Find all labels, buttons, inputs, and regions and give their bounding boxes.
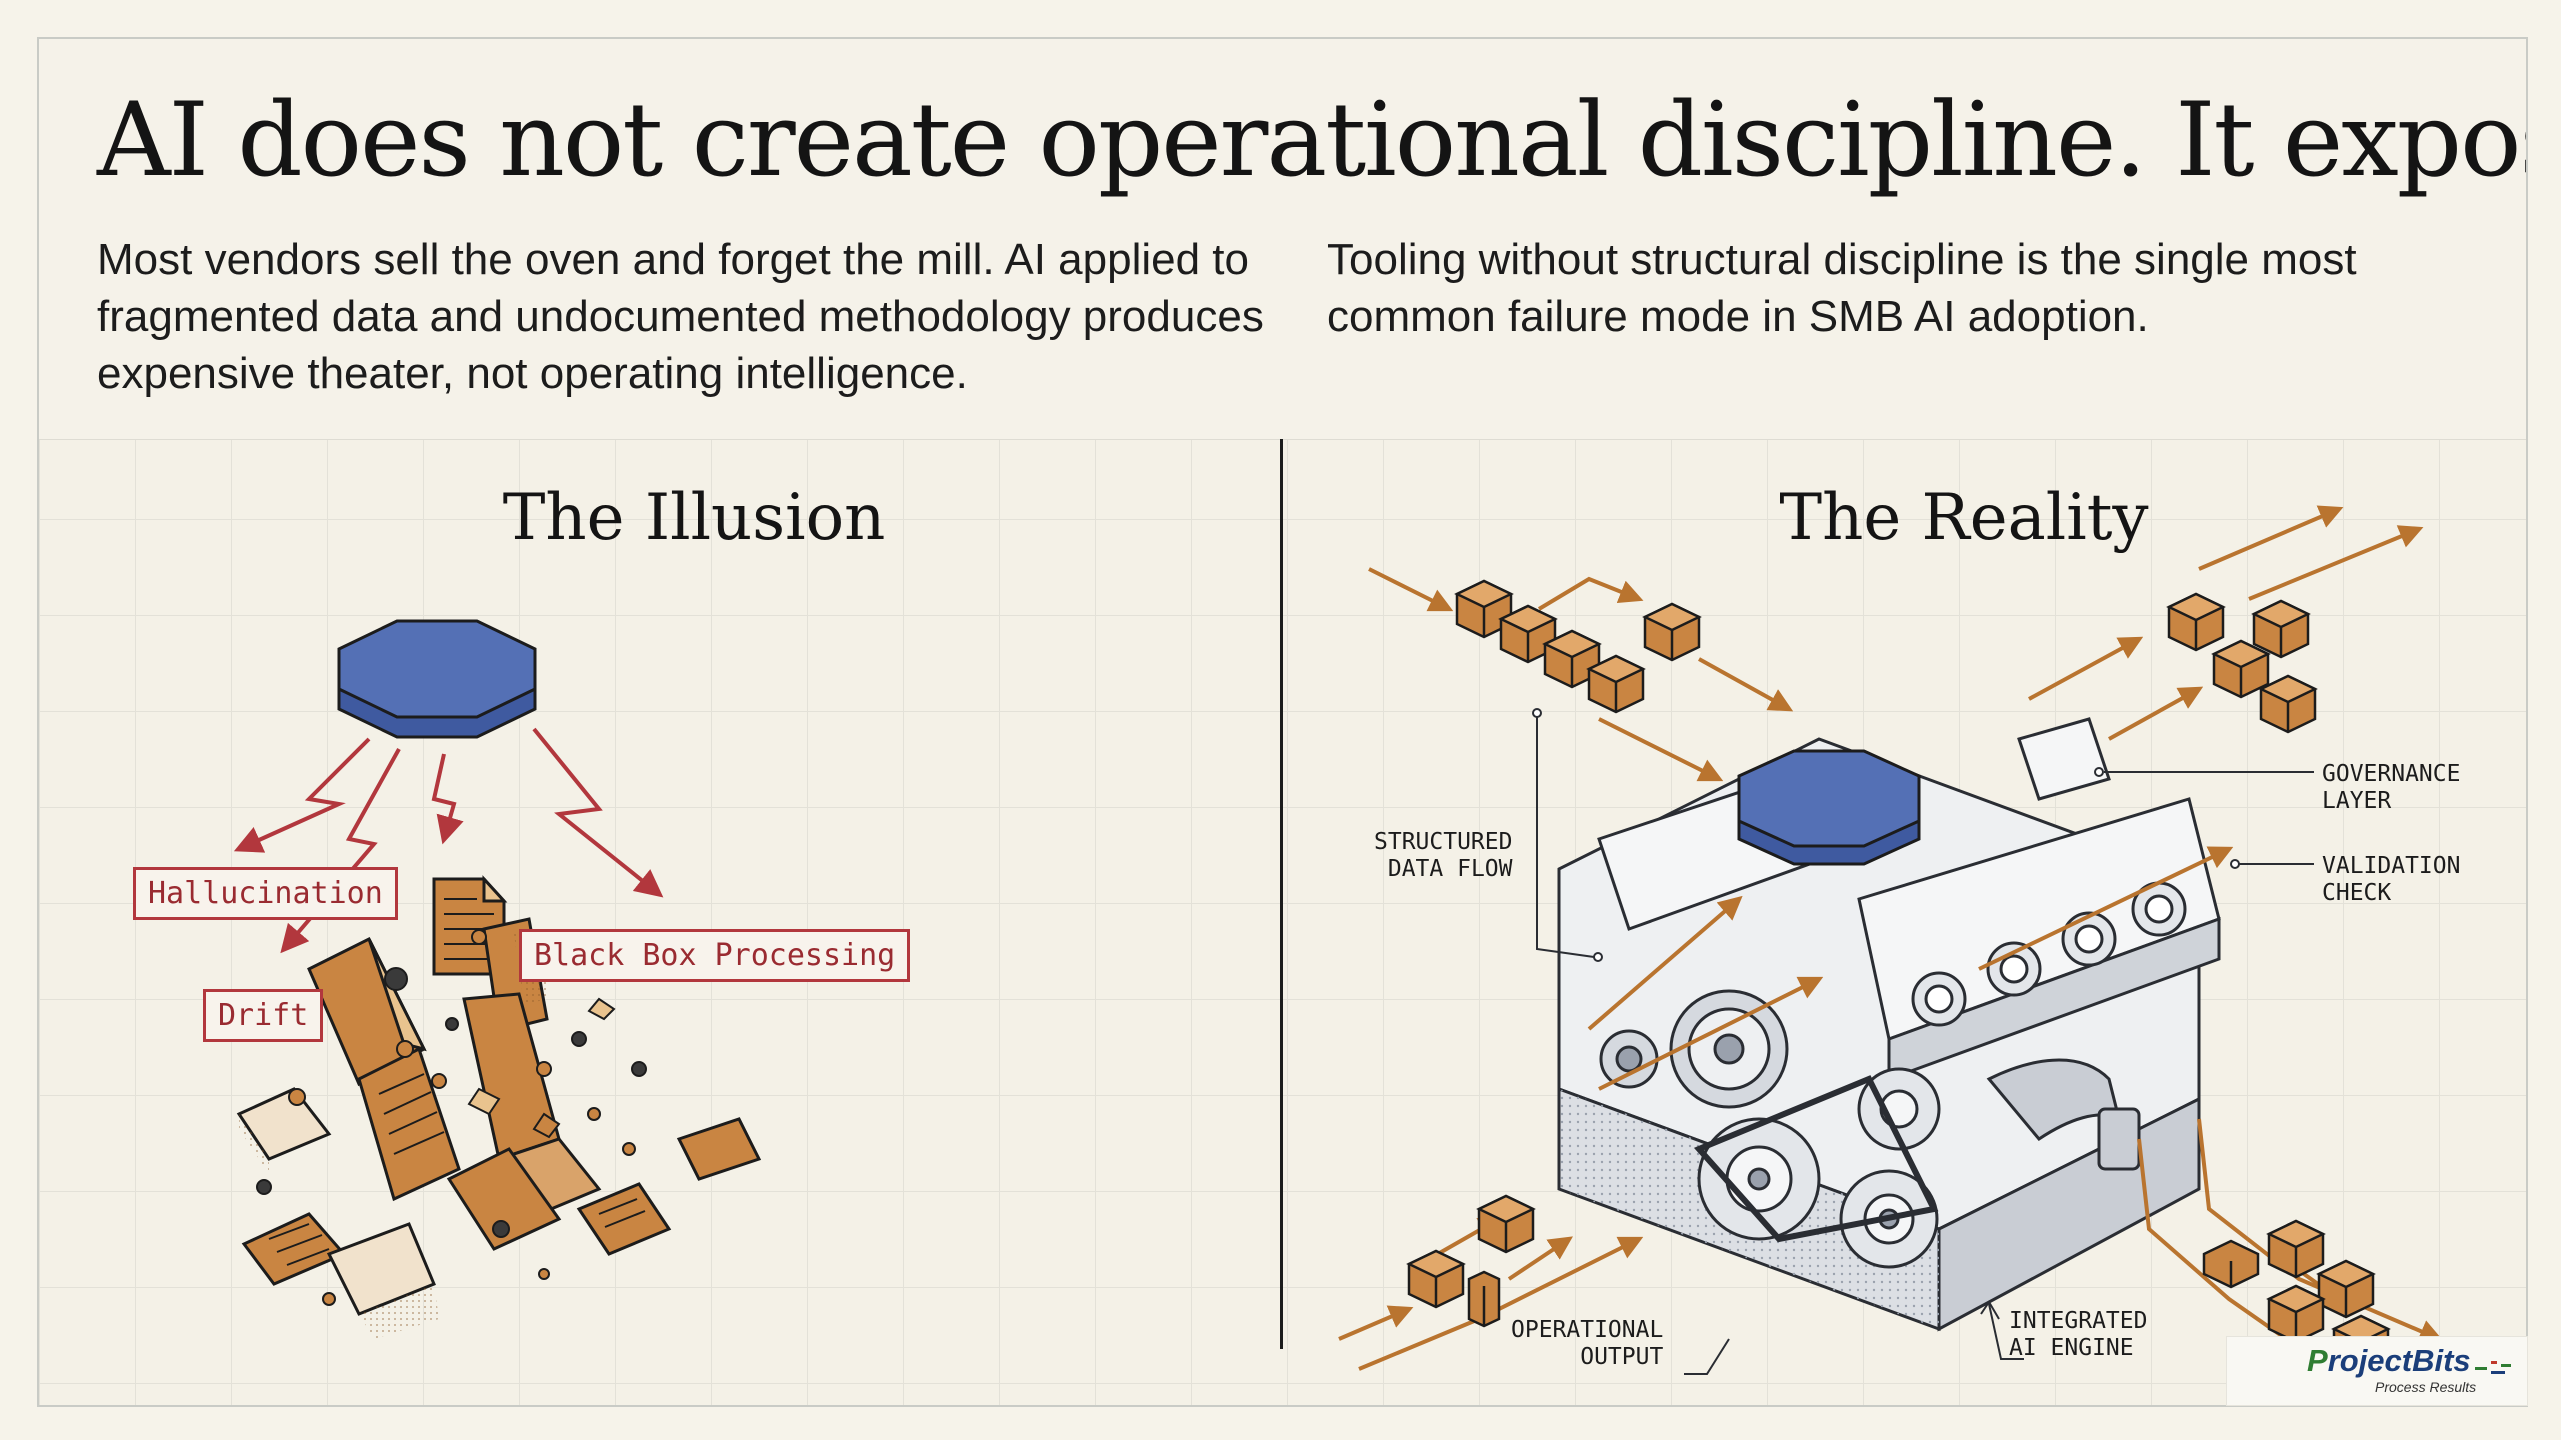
data-cube bbox=[2258, 674, 2318, 734]
data-cube bbox=[1642, 602, 1702, 662]
brand-mark-icon bbox=[2475, 1361, 2511, 1374]
arrow-hallucination bbox=[233, 737, 371, 853]
reality-illustration bbox=[1338, 505, 2444, 1375]
governed-ai-octagon-icon bbox=[1737, 749, 1921, 866]
callout-leaders bbox=[1532, 708, 2314, 1375]
illusion-heading: The Illusion bbox=[502, 481, 886, 555]
header-band bbox=[39, 39, 2526, 440]
data-cube bbox=[1454, 579, 1514, 639]
brand-tagline: Process Results bbox=[2375, 1379, 2477, 1395]
data-cube bbox=[2266, 1284, 2326, 1344]
data-cube bbox=[1467, 1270, 1501, 1328]
data-cube bbox=[1406, 1249, 1466, 1309]
reality-heading: The Reality bbox=[1779, 481, 2149, 555]
intro-right-text: Tooling without structural discipline is… bbox=[1327, 235, 2357, 341]
data-cube bbox=[2251, 599, 2311, 659]
governance-layer-callout: GOVERNANCE LAYER bbox=[2322, 761, 2461, 814]
page-title: AI does not create operational disciplin… bbox=[97, 81, 2526, 200]
intro-left-text: Most vendors sell the oven and forget th… bbox=[97, 235, 1264, 398]
infographic-frame: AI does not create operational disciplin… bbox=[37, 37, 2528, 1407]
data-cube bbox=[2316, 1259, 2376, 1319]
operational-output-callout: OPERATIONAL OUTPUT bbox=[1511, 1317, 1664, 1370]
arrow-black-box bbox=[532, 727, 664, 898]
hallucination-label: Hallucination bbox=[133, 867, 398, 920]
data-cube bbox=[1586, 654, 1646, 714]
data-cube bbox=[2211, 639, 2271, 699]
data-cube bbox=[2166, 592, 2226, 652]
black-box-processing-label: Black Box Processing bbox=[519, 929, 911, 982]
brand-logo: ProjectBits Process Results bbox=[2226, 1336, 2528, 1406]
drift-label: Drift bbox=[203, 989, 324, 1042]
data-cube bbox=[1498, 604, 1558, 664]
ai-model-octagon-icon bbox=[337, 619, 537, 739]
brand-name: ProjectBits bbox=[2307, 1343, 2471, 1378]
data-cube bbox=[1476, 1194, 1536, 1254]
debris-particles bbox=[256, 929, 647, 1306]
structured-data-flow-callout: STRUCTURED DATA FLOW bbox=[1374, 829, 1513, 882]
data-cube bbox=[2202, 1239, 2260, 1289]
data-cube bbox=[2266, 1219, 2326, 1279]
integrated-ai-engine-callout: INTEGRATED AI ENGINE bbox=[2009, 1308, 2148, 1361]
arrow-center bbox=[431, 753, 464, 845]
data-cube bbox=[1542, 629, 1602, 689]
ai-engine-block-icon bbox=[1557, 717, 2221, 1332]
validation-check-callout: VALIDATION CHECK bbox=[2322, 853, 2461, 906]
panel-divider bbox=[1280, 439, 1283, 1349]
